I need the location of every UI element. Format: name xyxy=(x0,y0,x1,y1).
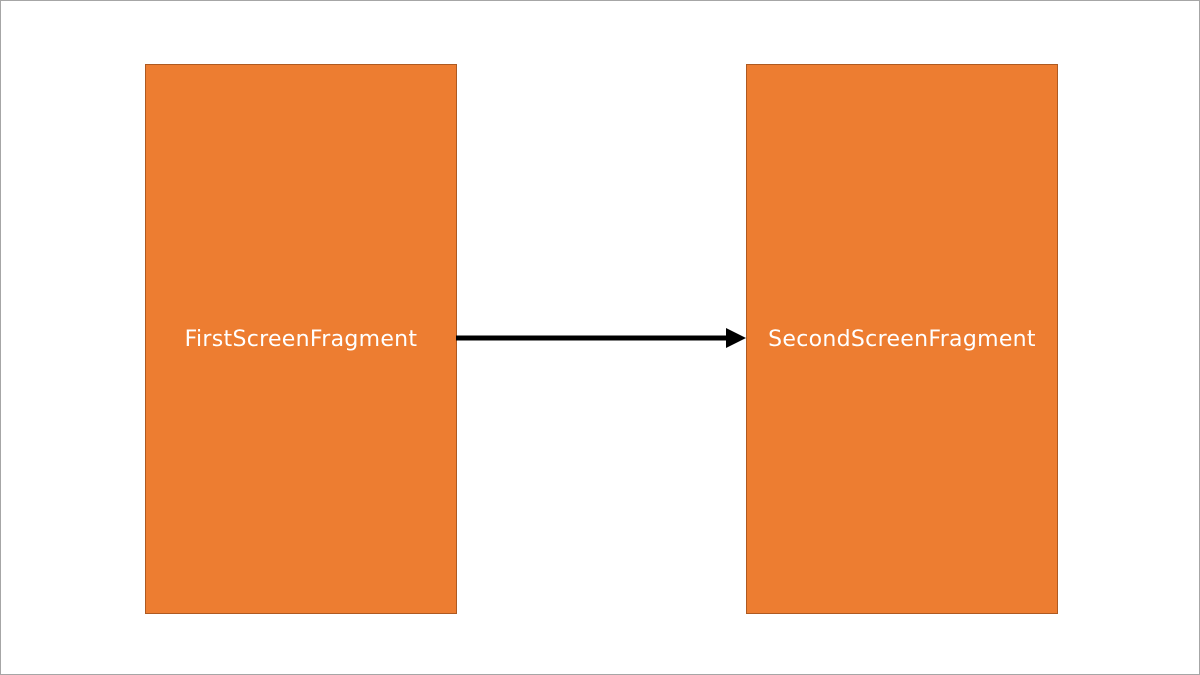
node-first-screen-fragment: FirstScreenFragment xyxy=(145,64,457,614)
node-second-screen-fragment: SecondScreenFragment xyxy=(746,64,1058,614)
node-label: SecondScreenFragment xyxy=(768,326,1036,352)
node-label: FirstScreenFragment xyxy=(184,326,418,352)
